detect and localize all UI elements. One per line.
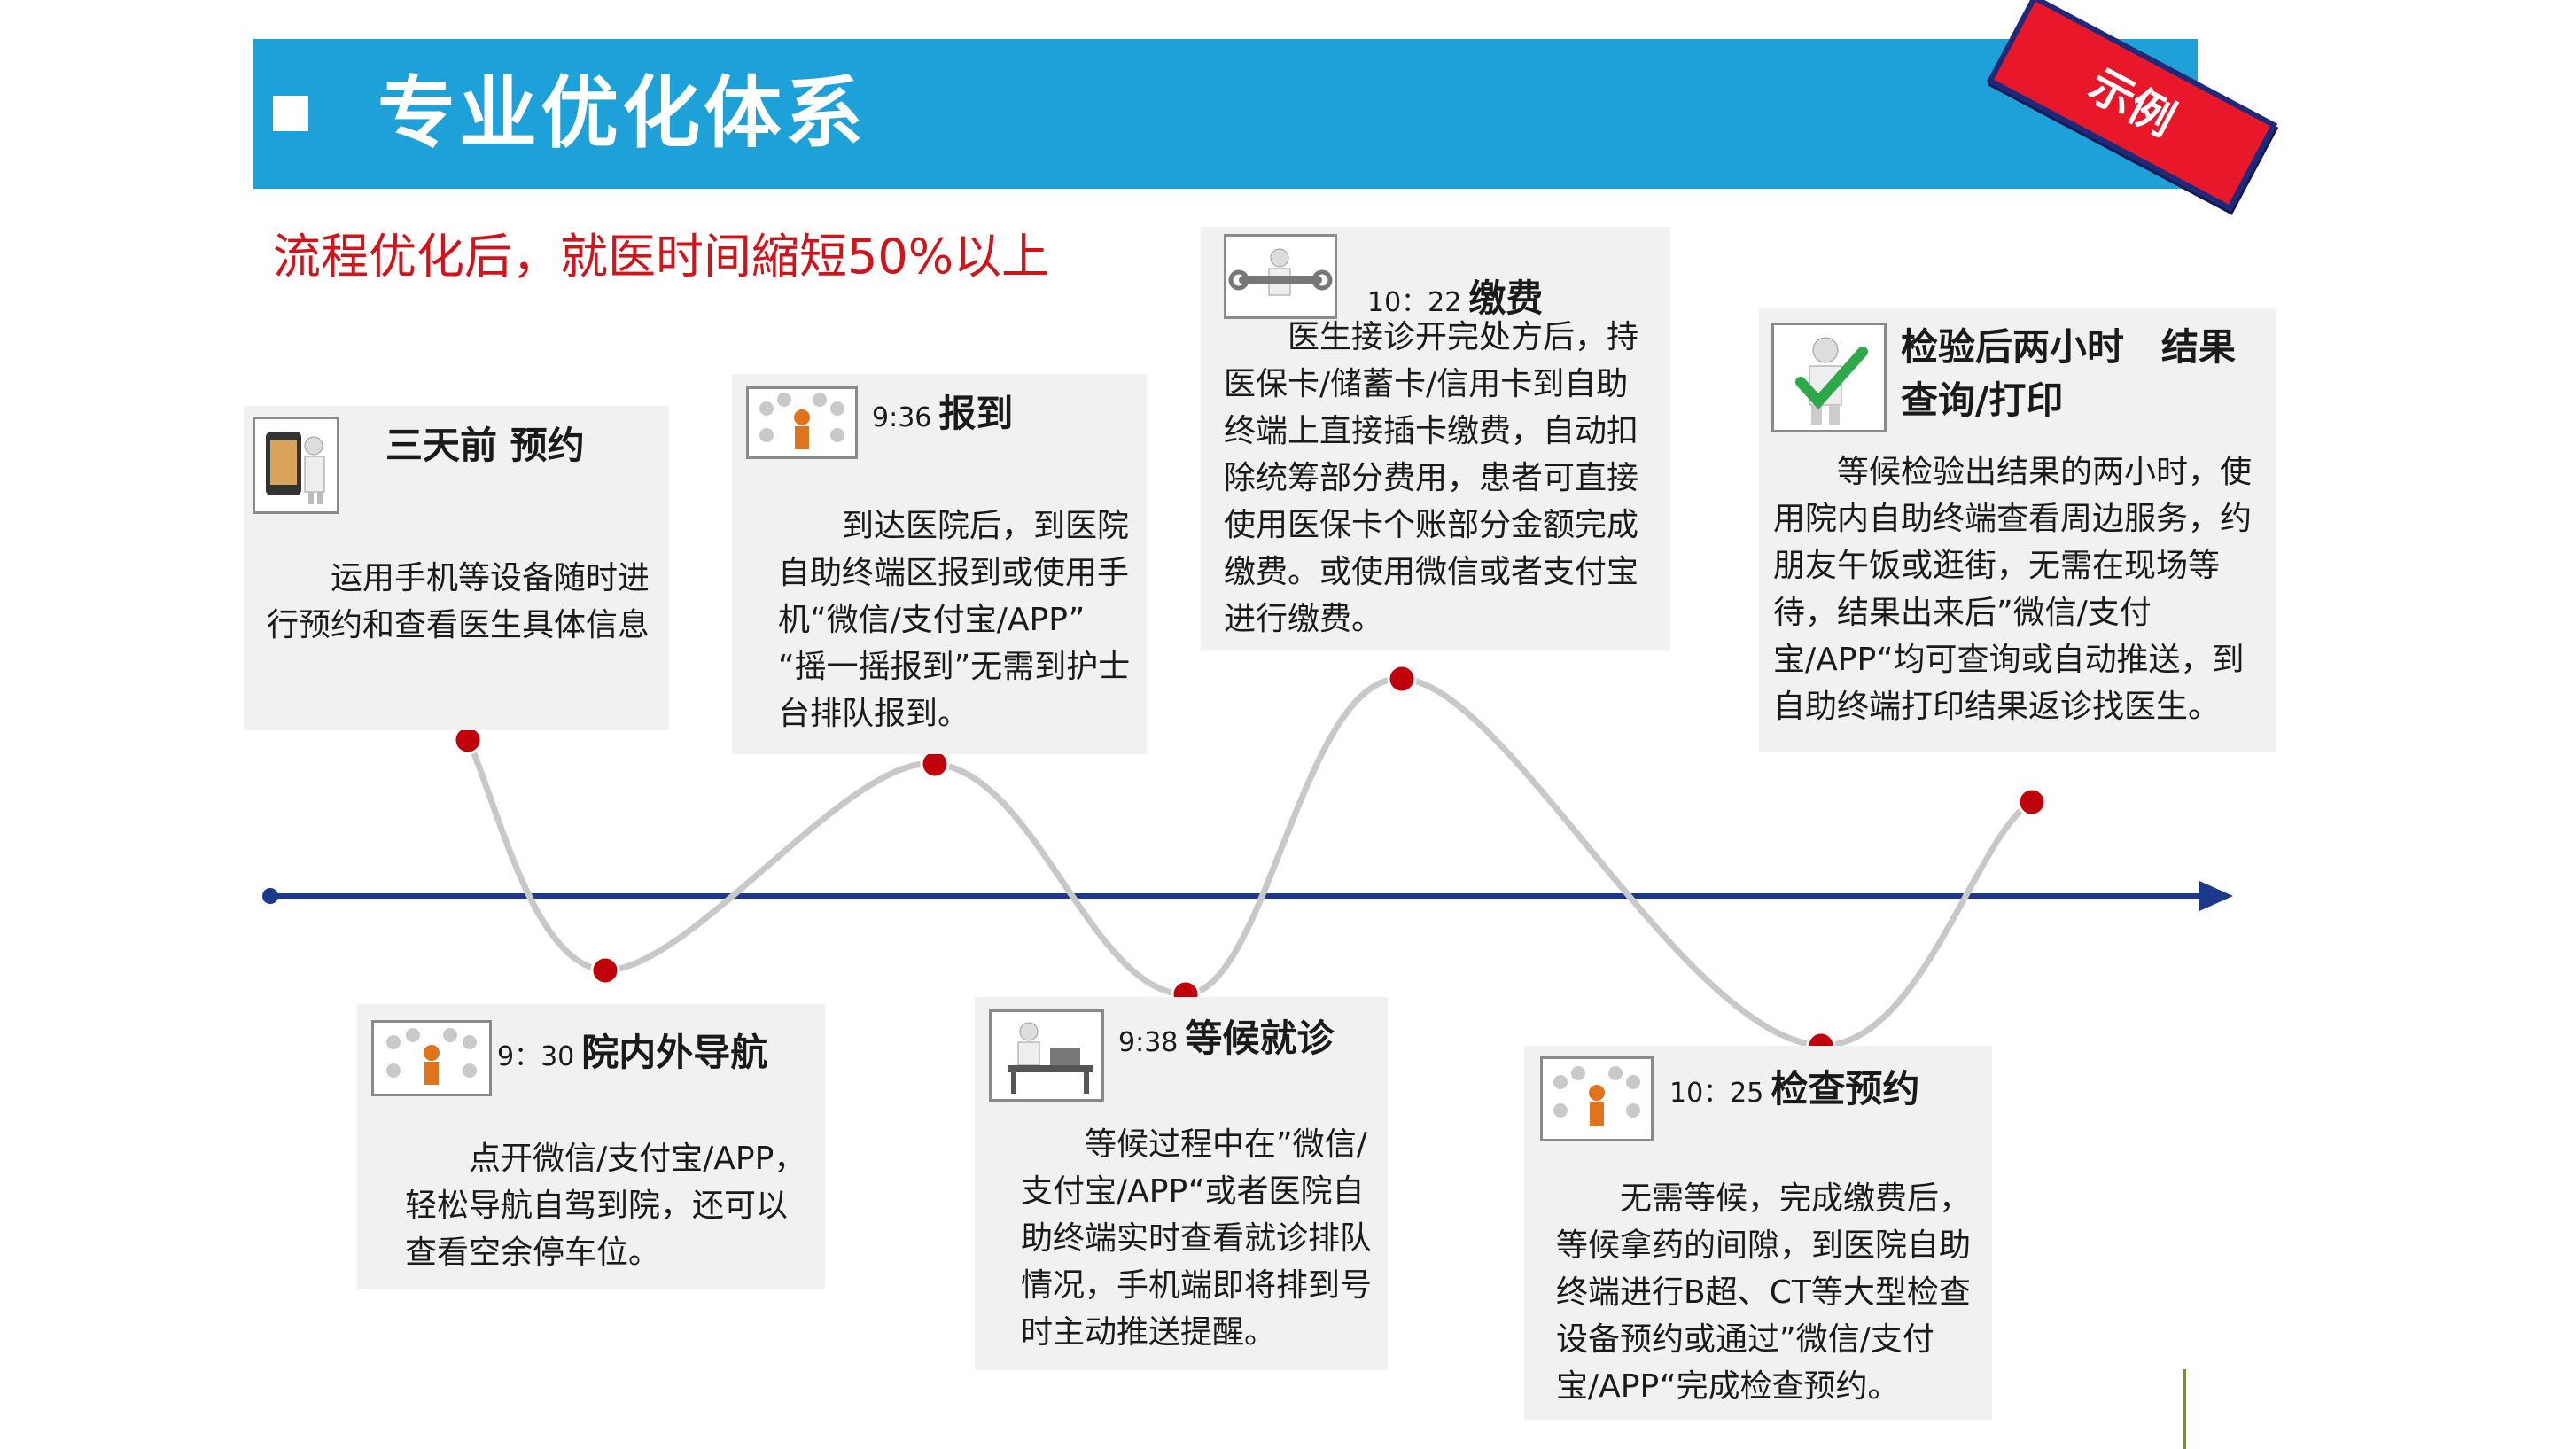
step-description: 无需等候，完成缴费后，等候拿药的间隙，到医院自助终端进行B超、CT等大型检查设备…: [1556, 1180, 1972, 1405]
step-description: 等候检验出结果的两小时，使用院内自助终端查看周边服务，约朋友午饭或逛街，无需在现…: [1773, 454, 2253, 725]
step-header: 三天前 预约: [385, 424, 585, 476]
decorative-line: [2183, 1369, 2186, 1449]
people-circle-icon: [371, 1020, 492, 1096]
people-circle-icon: [1540, 1056, 1654, 1141]
people-circle-icon: [746, 386, 858, 459]
step-card-appointment: 三天前 预约 运用手机等设备随时进行预约和查看医生具体信息: [244, 406, 669, 730]
timeline-dot: [590, 955, 620, 985]
step-header: 检验后两小时 结果 查询/打印: [1901, 321, 2236, 427]
step-name: 缴费: [1468, 277, 1544, 320]
step-description: 到达医院后，到医院自助终端区报到或使用手机“微信/支付宝/APP” “摇一摇报到…: [778, 508, 1131, 732]
step-description: 运用手机等设备随时进行预约和查看医生具体信息: [267, 560, 650, 643]
phone-person-icon: [253, 417, 339, 514]
step-description: 医生接诊开完处方后，持医保卡/储蓄卡/信用卡到自助终端上直接插卡缴费，自动扣除统…: [1224, 319, 1639, 637]
subtitle: 流程优化后，就医时间縮短50%以上: [273, 229, 1050, 284]
step-description: 等候过程中在”微信/支付宝/APP“或者医院自助终端实时查看就诊排队情况，手机端…: [1021, 1126, 1373, 1351]
step-name: 检查预约: [1771, 1067, 1920, 1110]
step-time: 9:36: [872, 402, 932, 433]
timeline-dot: [1387, 664, 1417, 694]
timeline-dot: [920, 749, 950, 779]
bullet-square-icon: [273, 96, 308, 131]
step-card-result-query: 检验后两小时 结果 查询/打印 等候检验出结果的两小时，使用院内自助终端查看周边…: [1759, 308, 2276, 752]
step-name: 等候就诊: [1185, 1017, 1335, 1060]
step-name: 检验后两小时 结果: [1901, 325, 2237, 369]
desk-person-icon: [989, 1009, 1104, 1102]
timeline-origin-dot: [262, 888, 278, 904]
wrench-person-icon: [1224, 234, 1337, 319]
step-description: 点开微信/支付宝/APP，轻松导航自驾到院，还可以查看空余停车位。: [405, 1141, 806, 1271]
step-time: 9：30: [497, 1041, 575, 1072]
checkmark-person-icon: [1771, 323, 1887, 432]
step-time: 10：22: [1367, 287, 1462, 318]
step-name-line2: 查询/打印: [1901, 378, 2064, 422]
step-name: 三天前 预约: [385, 424, 585, 467]
timeline-dot: [453, 725, 483, 755]
step-name: 报到: [938, 392, 1014, 435]
timeline-arrow-icon: [2199, 881, 2233, 911]
step-name: 院内外导航: [581, 1031, 768, 1074]
page-title: 专业优化体系: [377, 67, 868, 159]
header-banner: 专业优化体系: [253, 39, 2198, 189]
step-time: 9:38: [1118, 1027, 1179, 1058]
step-time: 10：25: [1669, 1078, 1764, 1109]
timeline-dot: [2017, 787, 2047, 817]
timeline-dots: [453, 664, 2047, 1061]
